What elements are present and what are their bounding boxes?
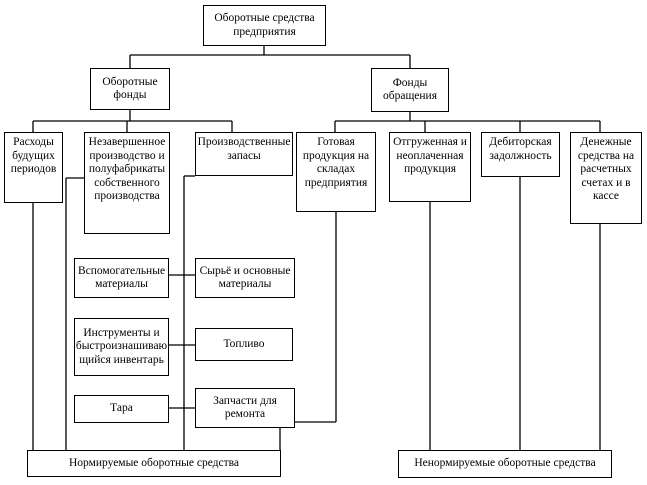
normalized-capital-box: Нормируемые оборотные средства (27, 450, 281, 477)
packaging-box: Тара (74, 395, 169, 423)
finished-goods-box: Готовая продукция на складах предприятия (296, 132, 376, 212)
shipped-products-box: Отгруженная и неоплаченная продукция (389, 132, 471, 202)
fuel-box: Топливо (195, 328, 293, 361)
auxiliary-materials-box: Вспомогательные материалы (74, 258, 169, 298)
cash-box: Денежные средства на расчетных счетах и … (570, 132, 642, 224)
non-normalized-capital-box: Ненормируемые оборотные средства (398, 450, 612, 478)
circulation-funds-box: Фонды обращения (371, 68, 449, 112)
root-box: Оборотные средства предприятия (203, 5, 326, 46)
spare-parts-box: Запчасти для ремонта (195, 388, 295, 428)
production-stocks-box: Производственные запасы (195, 132, 293, 176)
wip-box: Незавершенное производство и полуфабрика… (84, 132, 170, 234)
deferred-expenses-box: Расходы будущих периодов (4, 132, 63, 203)
receivables-box: Дебиторская задолжность (481, 132, 560, 177)
tools-box: Инструменты и быстроизнашиваю щийся инве… (74, 318, 169, 376)
raw-materials-box: Сырьё и основные материалы (195, 258, 295, 298)
working-funds-box: Оборотные фонды (90, 68, 170, 110)
